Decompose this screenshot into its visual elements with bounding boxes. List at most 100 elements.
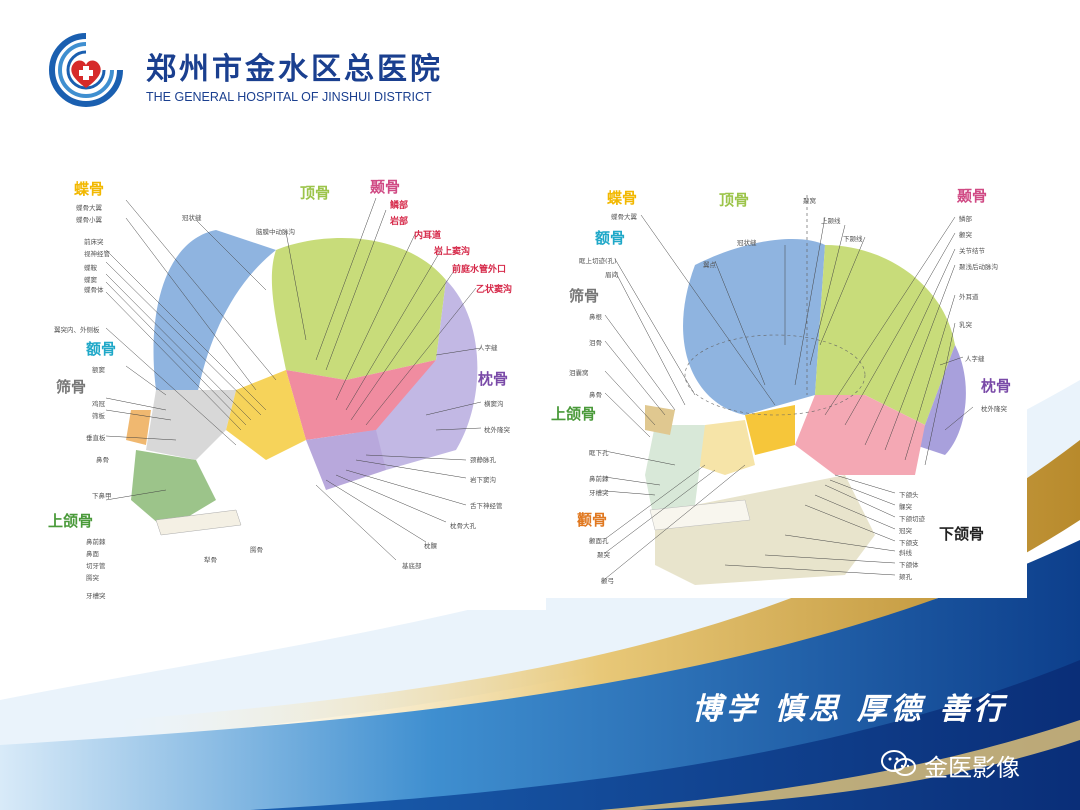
label-small: 牙槽突 <box>86 592 106 600</box>
label-small: 泪囊窝 <box>569 369 589 377</box>
label-small: 人字缝 <box>478 344 498 352</box>
label-small: 颞突 <box>597 551 610 559</box>
label-sphenoid: 蝶骨 <box>74 180 105 198</box>
label-ethmoid: 筛骨 <box>56 378 87 396</box>
label-small: 颞窝 <box>803 197 816 205</box>
label-small: 蝶骨大翼 <box>611 213 637 221</box>
label-small: 蝶骨小翼 <box>76 216 102 224</box>
label-small: 蝶窦 <box>84 276 97 284</box>
wechat-account[interactable]: 金医影像 <box>880 748 1040 782</box>
label-sphenoid-lat: 蝶骨 <box>607 189 638 207</box>
label-zygomatic-lat: 颧骨 <box>577 511 608 529</box>
label-small: 翼点 <box>703 261 716 269</box>
skull-sagittal-diagram: 蝶骨 顶骨 颞骨 额骨 筛骨 枕骨 上颌骨 鳞部 岩部 内耳道 岩上窦沟 前庭水… <box>46 170 546 610</box>
label-small: 岩下窦沟 <box>470 476 496 484</box>
label-small: 枕髁 <box>424 542 437 550</box>
label-small: 鼻根 <box>589 313 602 321</box>
skull-lateral-diagram: 蝶骨 顶骨 颞骨 额骨 筛骨 枕骨 上颌骨 颧骨 下颌骨 蝶骨大翼 颞窝 上颞线… <box>545 175 1027 598</box>
label-small: 前床突 <box>84 238 104 246</box>
label-small: 蝶骨体 <box>84 286 104 294</box>
label-small: 下颌头 <box>899 491 919 499</box>
label-small: 舌下神经管 <box>470 502 503 510</box>
label-internal-acoustic: 内耳道 <box>414 231 442 241</box>
label-small: 枕骨大孔 <box>450 522 476 530</box>
label-small: 颧突 <box>959 231 972 239</box>
label-small: 下颌支 <box>899 539 919 547</box>
label-small: 筛板 <box>92 412 105 420</box>
label-small: 鼻前棘 <box>589 475 609 483</box>
label-sup-petrosal: 岩上窦沟 <box>434 247 471 257</box>
label-mandible-lat: 下颌骨 <box>939 525 985 543</box>
label-small: 冠状缝 <box>182 214 202 222</box>
label-small: 人字缝 <box>965 355 985 363</box>
label-small: 冠状缝 <box>737 239 757 247</box>
label-small: 垂直板 <box>86 434 106 442</box>
label-small: 外耳道 <box>959 293 979 301</box>
label-petrous: 岩部 <box>390 217 409 227</box>
label-small: 下颞线 <box>843 235 863 243</box>
label-small: 蝶鞍 <box>84 264 97 272</box>
label-small: 下鼻甲 <box>92 492 112 500</box>
label-small: 切牙管 <box>86 562 106 570</box>
label-maxilla-lat: 上颌骨 <box>551 405 597 423</box>
label-temporal-lat: 颞骨 <box>957 187 988 205</box>
label-small: 鼻面 <box>86 550 99 558</box>
label-small: 鼻骨 <box>589 391 602 399</box>
label-temporal: 颞骨 <box>370 178 401 196</box>
label-small: 牙槽突 <box>589 489 609 497</box>
hospital-motto: 博学 慎思 厚德 善行 <box>692 692 1008 727</box>
label-small: 鳞部 <box>959 215 972 223</box>
skull-lateral-illustration <box>604 195 974 585</box>
label-parietal: 顶骨 <box>300 184 331 202</box>
label-frontal: 额骨 <box>86 340 117 358</box>
label-small: 泪骨 <box>589 339 602 347</box>
label-small: 斜线 <box>899 549 912 557</box>
label-small: 眉间 <box>605 271 618 279</box>
label-small: 蝶骨大翼 <box>76 204 102 212</box>
label-squamous: 鳞部 <box>390 201 409 211</box>
label-ethmoid-lat: 筛骨 <box>569 287 600 305</box>
label-vestibular: 前庭水管外口 <box>452 265 507 275</box>
label-small: 额窦 <box>92 366 105 374</box>
label-small: 鼻前棘 <box>86 538 106 546</box>
label-parietal-lat: 顶骨 <box>719 191 750 209</box>
label-maxilla: 上颌骨 <box>48 512 94 530</box>
label-small: 眶下孔 <box>589 449 609 457</box>
label-occipital: 枕骨 <box>478 370 509 388</box>
label-small: 下颌切迹 <box>899 515 925 523</box>
label-small: 脑膜中动脉沟 <box>256 228 295 236</box>
label-small: 视神经管 <box>84 250 110 258</box>
label-small: 枕外隆突 <box>981 405 1007 413</box>
wechat-icon <box>881 750 916 776</box>
label-small: 基底部 <box>402 562 422 570</box>
label-small: 上颞线 <box>821 217 841 225</box>
label-small: 枕外隆突 <box>484 426 510 434</box>
hospital-name-cn: 郑州市金水区总医院 <box>146 52 443 87</box>
label-small: 颧面孔 <box>589 537 609 545</box>
label-occipital-lat: 枕骨 <box>981 377 1012 395</box>
label-small: 犁骨 <box>204 556 217 564</box>
label-sigmoid: 乙状窦沟 <box>476 285 513 295</box>
label-frontal-lat: 额骨 <box>595 229 626 247</box>
label-small: 鸡冠 <box>92 400 105 408</box>
label-small: 颧弓 <box>601 577 614 585</box>
label-small: 翼突内、外侧板 <box>54 326 100 334</box>
skull-sagittal-illustration <box>105 197 482 561</box>
label-small: 横窦沟 <box>484 400 504 408</box>
wechat-label: 金医影像 <box>924 754 1020 782</box>
label-small: 腭骨 <box>250 546 263 554</box>
hospital-header: 郑州市金水区总医院 THE GENERAL HOSPITAL OF JINSHU… <box>46 30 466 110</box>
label-small: 鼻骨 <box>96 456 109 464</box>
label-small: 眶上切迹(孔) <box>579 257 617 265</box>
label-small: 关节结节 <box>959 247 985 255</box>
label-small: 颞浅后动脉沟 <box>959 263 998 271</box>
label-small: 下颌体 <box>899 561 919 569</box>
label-small: 颏孔 <box>899 573 912 581</box>
label-small: 腭突 <box>86 574 99 582</box>
hospital-logo-icon <box>49 33 123 107</box>
label-small: 冠突 <box>899 527 912 535</box>
label-small: 乳突 <box>959 321 972 329</box>
hospital-name-en: THE GENERAL HOSPITAL OF JINSHUI DISTRICT <box>146 90 432 104</box>
label-small: 颈静脉孔 <box>470 456 496 464</box>
label-small: 髁突 <box>899 503 912 511</box>
